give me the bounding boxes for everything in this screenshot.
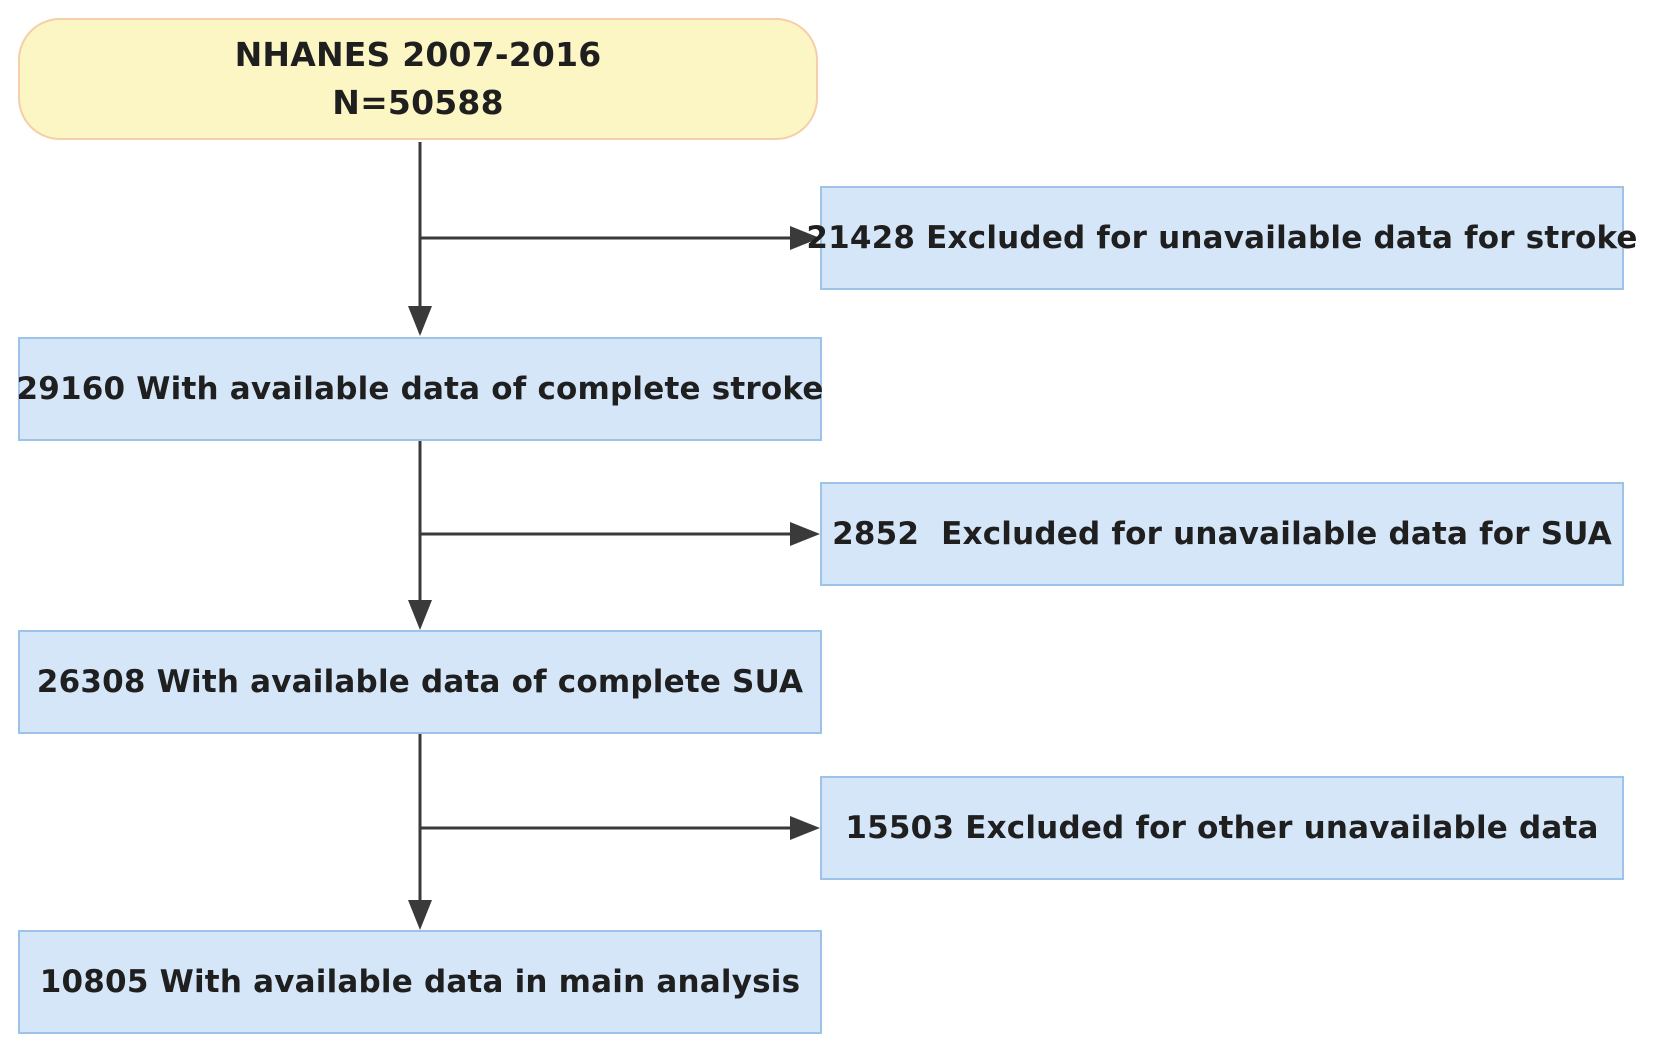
arrowhead-exclusion1 (790, 226, 820, 250)
arrowhead-step2 (408, 600, 432, 630)
arrowhead-step1 (408, 306, 432, 336)
step-box-main-analysis: 10805 With available data in main analys… (18, 930, 822, 1034)
exclusion-box-other-label: 15503 Excluded for other unavailable dat… (845, 810, 1599, 846)
exclusion-box-sua: 2852 Excluded for unavailable data for S… (820, 482, 1624, 586)
start-node-title: NHANES 2007-2016 (234, 35, 602, 74)
step-box-complete-sua: 26308 With available data of complete SU… (18, 630, 822, 734)
start-node-count: N=50588 (332, 83, 504, 122)
exclusion-box-other: 15503 Excluded for other unavailable dat… (820, 776, 1624, 880)
step-box-complete-stroke: 29160 With available data of complete st… (16, 337, 824, 441)
arrowhead-step3 (408, 900, 432, 930)
exclusion-box-sua-label: 2852 Excluded for unavailable data for S… (832, 516, 1612, 552)
arrowhead-exclusion2 (790, 522, 820, 546)
step-box-complete-stroke-label: 29160 With available data of complete st… (16, 371, 824, 407)
step-box-complete-sua-label: 26308 With available data of complete SU… (36, 664, 804, 700)
exclusion-box-stroke: 21428 Excluded for unavailable data for … (806, 186, 1637, 290)
exclusion-box-stroke-label: 21428 Excluded for unavailable data for … (806, 220, 1638, 256)
start-node-nhanes: NHANES 2007-2016 N=50588 (18, 18, 818, 140)
step-box-main-analysis-label: 10805 With available data in main analys… (39, 964, 801, 1000)
arrowhead-exclusion3 (790, 816, 820, 840)
